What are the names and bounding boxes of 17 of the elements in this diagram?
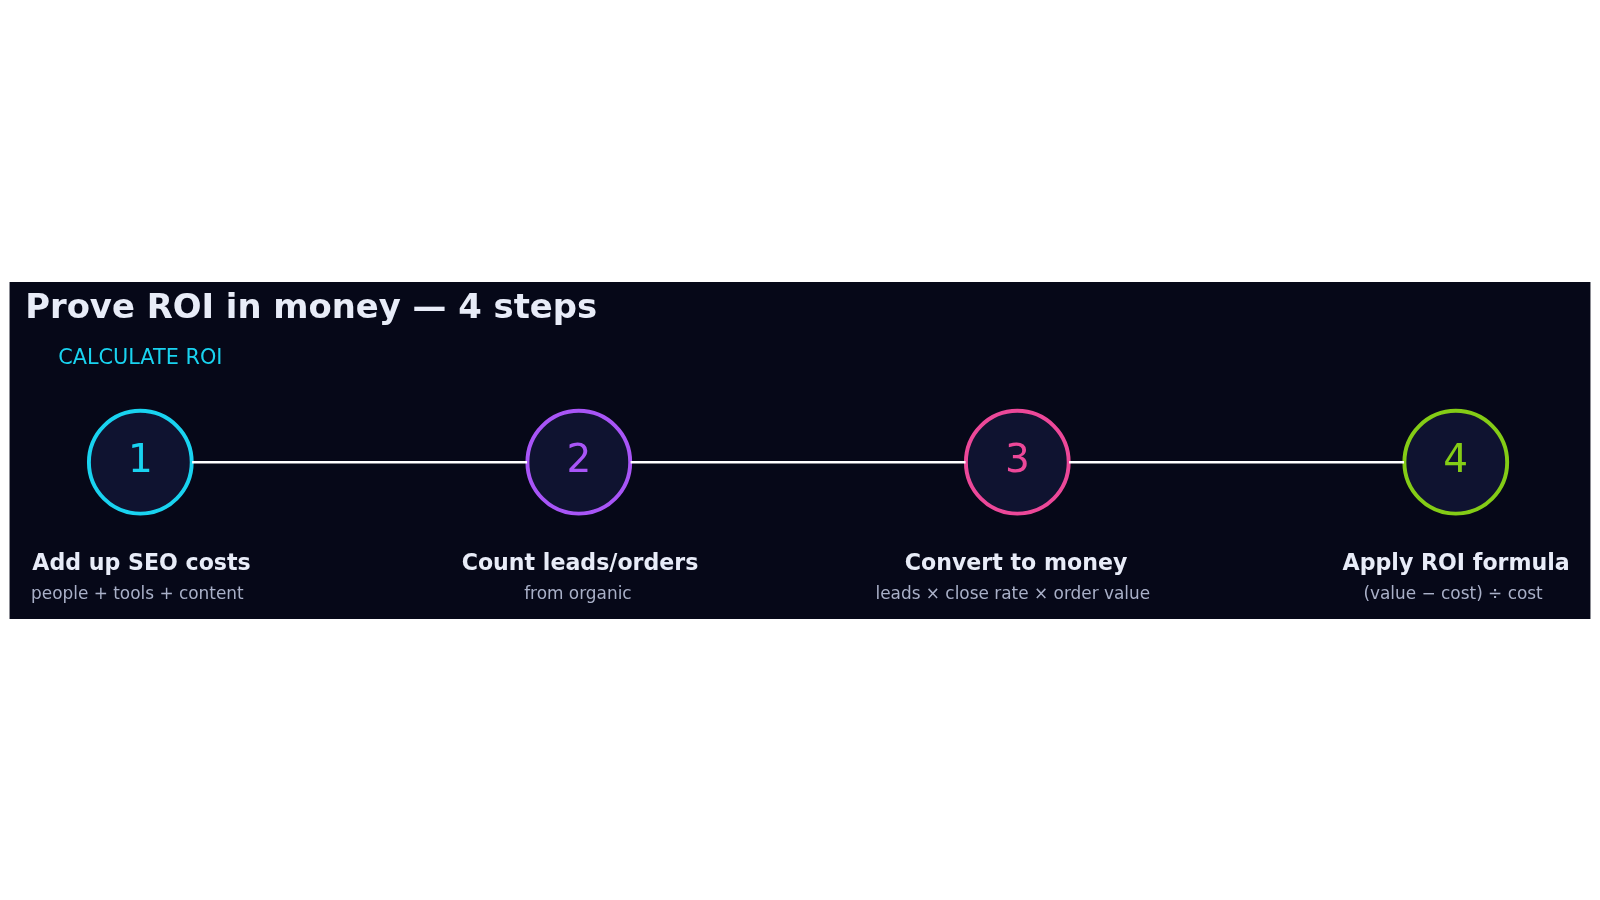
node-label: people + tools + content	[31, 582, 244, 603]
node-circle: 4	[1402, 408, 1510, 516]
node-label: leads × close rate × order value	[875, 582, 1151, 603]
label: CALCULATE ROI	[58, 344, 223, 369]
connector	[630, 460, 966, 463]
connector	[192, 460, 528, 463]
node-label: from organic	[524, 582, 632, 603]
node-label: Apply ROI formula	[1342, 548, 1570, 575]
diagram-title: Prove ROI in money — 4 steps	[25, 286, 598, 326]
connector	[1069, 460, 1405, 463]
node-circle: 3	[963, 408, 1071, 516]
node-label: Add up SEO costs	[32, 548, 251, 575]
node-circle: 1	[86, 408, 194, 516]
node-label: Convert to money	[904, 548, 1128, 575]
node-circle: 2	[525, 408, 633, 516]
node-label: Count leads/orders	[461, 548, 699, 575]
node-label: (value − cost) ÷ cost	[1363, 582, 1543, 603]
